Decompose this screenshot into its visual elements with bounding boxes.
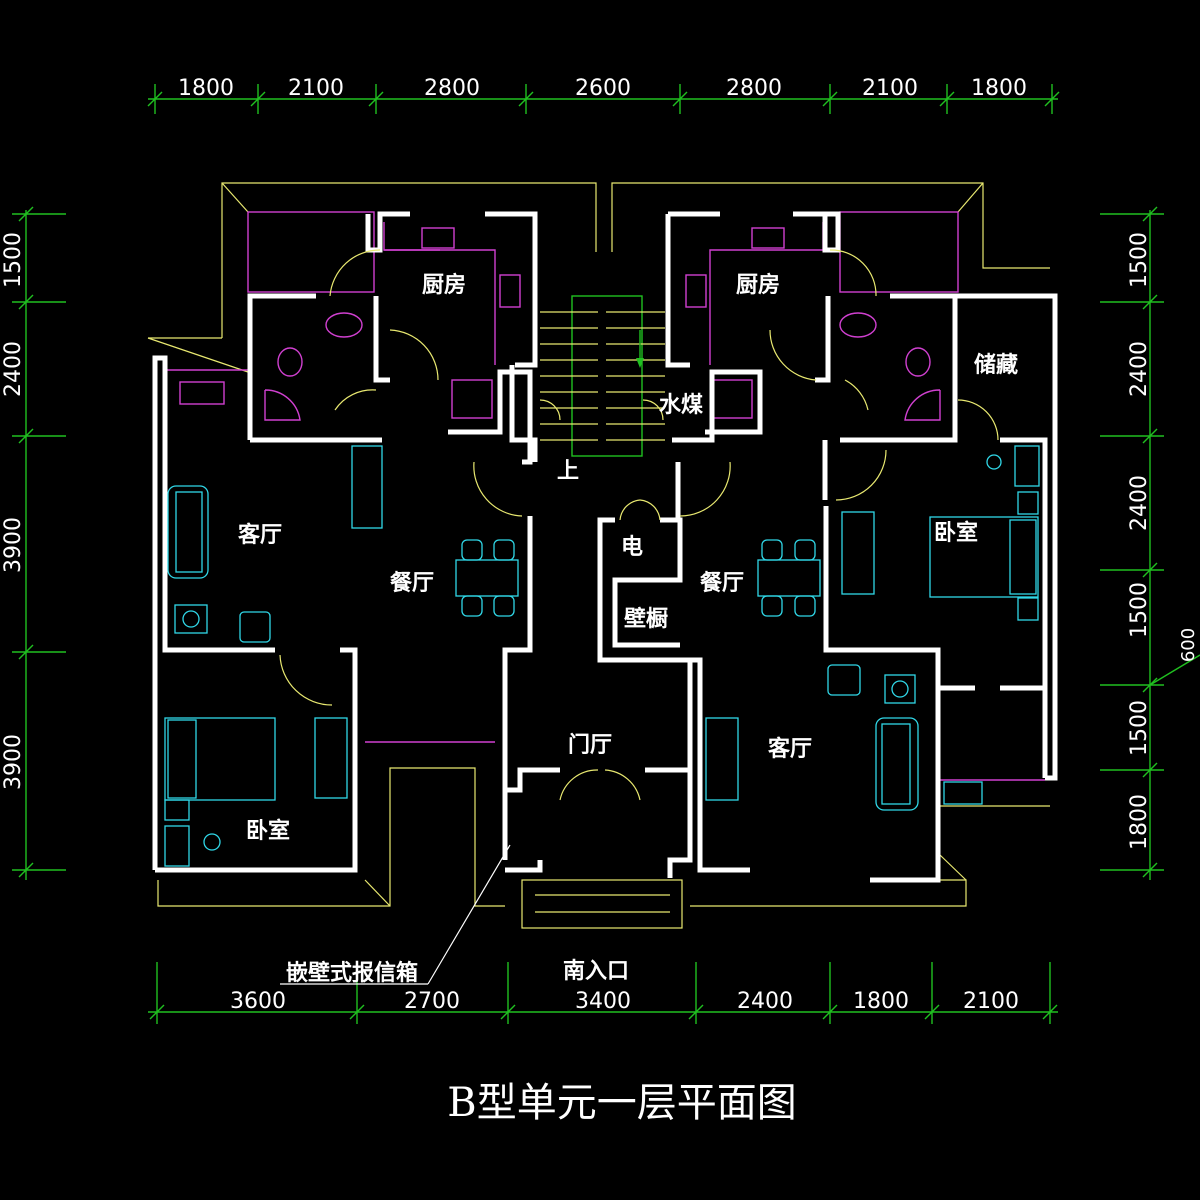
dim-top-2: 2100: [288, 76, 344, 101]
label-closet: 壁橱: [624, 606, 668, 632]
dimension-tick: [147, 91, 163, 107]
label-bedroom-left: 卧室: [246, 818, 290, 844]
dim-top-3: 2800: [424, 76, 480, 101]
left-dimensions: 1500 2400 3900 3900: [1, 232, 26, 790]
dimension-tick: [1044, 91, 1060, 107]
dimension-tick: [500, 1004, 516, 1020]
dim-left-4: 3900: [1, 734, 26, 790]
doors: [279, 249, 999, 801]
label-bedroom-right: 卧室: [934, 520, 978, 546]
label-living-right: 客厅: [768, 736, 812, 762]
dimension-tick: [18, 644, 34, 660]
dimension-tick: [1142, 206, 1158, 222]
dim-bottom-4: 2400: [737, 989, 793, 1014]
dimension-tick: [1142, 562, 1158, 578]
annotations: 嵌壁式报信箱 南入口: [280, 844, 629, 986]
dim-right-offset: 600: [1178, 628, 1199, 662]
label-kitchen-right: 厨房: [736, 272, 780, 298]
dim-right-5: 1500: [1127, 700, 1152, 756]
dimension-tick: [1042, 1004, 1058, 1020]
label-south-entrance: 南入口: [563, 958, 629, 984]
dim-top-5: 2800: [726, 76, 782, 101]
dimension-tick: [822, 1004, 838, 1020]
dim-left-1: 1500: [1, 232, 26, 288]
dim-bottom-3: 3400: [575, 989, 631, 1014]
building-outline: [147, 182, 1050, 929]
dim-right-6: 1800: [1127, 794, 1152, 850]
label-water-coal: 水煤: [659, 392, 703, 418]
dimension-tick: [1142, 294, 1158, 310]
right-dimensions: 1500 2400 2400 1500 1500 1800 600: [1127, 232, 1199, 850]
dim-bottom-5: 1800: [853, 989, 909, 1014]
dimension-tick: [518, 91, 534, 107]
dimension-tick: [1142, 428, 1158, 444]
dim-left-2: 2400: [1, 341, 26, 397]
label-dining-right: 餐厅: [700, 570, 744, 596]
dimension-tick: [822, 91, 838, 107]
dimension-tick: [1142, 862, 1158, 878]
dim-right-4: 1500: [1127, 582, 1152, 638]
dim-top-4: 2600: [575, 76, 631, 101]
label-living-left: 客厅: [238, 522, 282, 548]
dimension-tick: [18, 862, 34, 878]
dim-bottom-1: 3600: [230, 989, 286, 1014]
dim-top-1: 1800: [178, 76, 234, 101]
dimension-tick: [1142, 762, 1158, 778]
dimension-tick: [672, 91, 688, 107]
furniture: [164, 445, 1040, 867]
room-labels: 厨房 厨房 储藏 水煤 上 客厅 餐厅 卧室 电 餐厅 卧室 壁橱 门厅 客厅: [238, 272, 1018, 844]
dimension-tick: [149, 1004, 165, 1020]
dim-right-1: 1500: [1127, 232, 1152, 288]
dim-top-6: 2100: [862, 76, 918, 101]
dimension-tick: [18, 206, 34, 222]
label-kitchen-left: 厨房: [422, 272, 466, 298]
dimension-tick: [924, 1004, 940, 1020]
dimension-tick: [368, 91, 384, 107]
dimension-tick: [18, 428, 34, 444]
dim-right-3: 2400: [1127, 475, 1152, 531]
dimension-tick: [688, 1004, 704, 1020]
label-dining-left: 餐厅: [390, 570, 434, 596]
dim-right-2: 2400: [1127, 341, 1152, 397]
dimension-tick: [939, 91, 955, 107]
top-dimensions: 1800 2100 2800 2600 2800 2100 1800: [178, 76, 1027, 101]
dim-left-3: 3900: [1, 517, 26, 573]
label-mailbox: 嵌壁式报信箱: [286, 960, 418, 986]
label-foyer: 门厅: [568, 732, 612, 758]
drawing-title: B型单元一层平面图: [447, 1080, 796, 1126]
stairs: [540, 295, 665, 457]
dim-top-7: 1800: [971, 76, 1027, 101]
dimension-tick: [250, 91, 266, 107]
label-storage: 储藏: [974, 352, 1018, 378]
dimension-lines: [12, 84, 1200, 1024]
dim-bottom-2: 2700: [404, 989, 460, 1014]
dimension-tick: [18, 294, 34, 310]
walls: [152, 211, 1058, 883]
bottom-dimensions: 3600 2700 3400 2400 1800 2100: [230, 989, 1019, 1014]
label-electric: 电: [621, 534, 643, 560]
dimension-tick: [349, 1004, 365, 1020]
label-stair-up: 上: [557, 458, 579, 484]
dim-bottom-6: 2100: [963, 989, 1019, 1014]
